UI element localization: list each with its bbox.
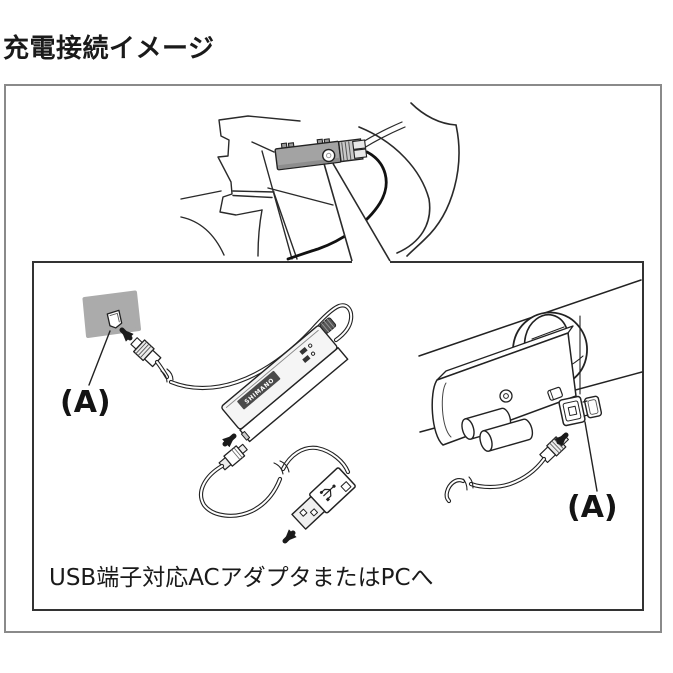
- figure-inner-frame: [32, 261, 644, 611]
- insert-arrow-panel-icon: [119, 327, 134, 342]
- port-label-right: (A): [567, 490, 618, 525]
- cable-clip: [547, 386, 563, 401]
- led-icon: [310, 351, 316, 356]
- page-title: 充電接続イメージ: [3, 34, 215, 64]
- insert-arrow-charger-icon: [222, 433, 237, 448]
- mount-body: [431, 325, 577, 446]
- charge-port: [558, 395, 603, 427]
- panel-socket: [106, 309, 123, 329]
- connect-arrow-usb-icon: [282, 529, 297, 544]
- port-label-left: (A): [60, 385, 111, 420]
- port-cover: [583, 395, 603, 419]
- charge-port-icon: [321, 148, 336, 163]
- bike-stem-illustration: [180, 102, 460, 261]
- frame-mount-assembly: [418, 279, 643, 504]
- leader-line-left: [88, 330, 111, 386]
- charge-indicator-icon: [299, 346, 308, 355]
- led-icon: [308, 343, 313, 348]
- charging-cable-right: [444, 456, 547, 504]
- micro-usb-port: [240, 430, 251, 441]
- screw-icon: [499, 389, 513, 403]
- cable-barrel: [479, 418, 534, 452]
- usb-trident-icon: [319, 484, 336, 502]
- charger-assembly: SHIMANO: [82, 290, 356, 544]
- usb-cable: [198, 445, 351, 518]
- charging-plug-left: [130, 337, 162, 368]
- error-indicator-icon: [302, 354, 311, 363]
- charger-cable: [154, 303, 354, 391]
- usb-caption: USB端子対応ACアダプタまたはPCへ: [49, 565, 434, 591]
- brand-label: [237, 370, 281, 410]
- callout-wedge: [323, 163, 391, 262]
- junction-box: [274, 138, 368, 171]
- leader-line-right: [584, 421, 598, 492]
- usb-a-connector: [291, 467, 356, 530]
- cable-barrel: [461, 407, 512, 440]
- insert-arrow-right-icon: [554, 432, 569, 447]
